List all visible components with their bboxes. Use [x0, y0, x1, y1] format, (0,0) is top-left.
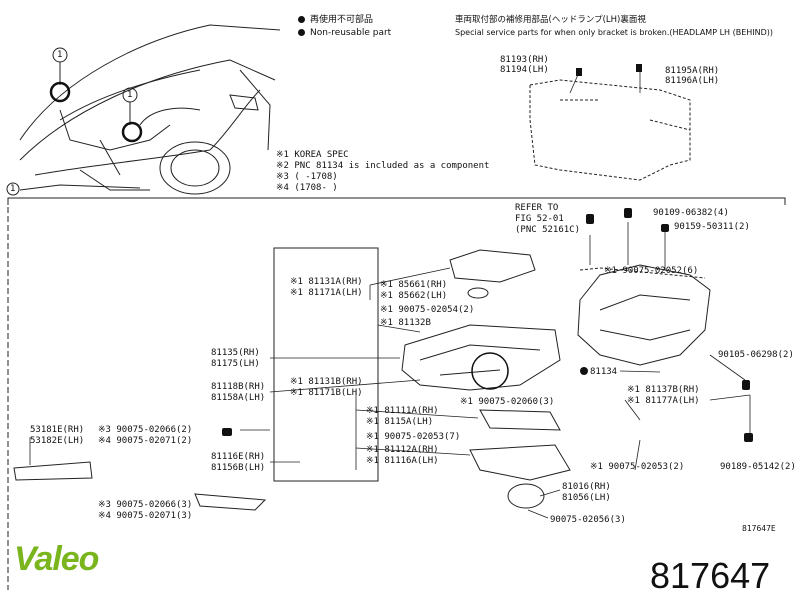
assembly-frame — [273, 247, 379, 482]
label-85661: ※1 85661(RH) — [380, 280, 448, 290]
legend-nonreusable: Non-reusable part — [298, 27, 391, 39]
label-81193: 81193(RH) — [500, 55, 549, 65]
label-81116e: 81116E(RH) — [211, 452, 266, 462]
valeo-logo: Valeo — [14, 540, 99, 578]
label-81135: 81135(RH) — [211, 348, 260, 358]
figure-code: 817647E — [742, 524, 776, 533]
label-90075-02066: ※3 90075-02066(2) — [98, 425, 193, 435]
headlamp-behind-sketch — [529, 79, 691, 181]
label-90075-02056: 90075-02056(3) — [550, 515, 626, 525]
label-81196: 81196A(LH) — [665, 76, 720, 86]
callout-1a: 1 — [57, 50, 63, 60]
bullet-icon — [298, 29, 305, 36]
label-90109: 90109-06382(4) — [653, 208, 729, 218]
label-90159: 90159-50311(2) — [674, 222, 750, 232]
label-81131b: ※1 81131B(RH) — [290, 377, 363, 387]
label-81156: 81156B(LH) — [211, 463, 266, 473]
note-1: ※1 KOREA SPEC — [276, 150, 349, 160]
callout-1b: 1 — [127, 90, 133, 100]
label-refer-3: (PNC 52161C) — [515, 225, 581, 235]
label-81132b: ※1 81132B — [380, 318, 431, 328]
car-sketch — [19, 24, 281, 195]
label-90105: 90105-06298(2) — [718, 350, 794, 360]
label-85662: ※1 85662(LH) — [380, 291, 448, 301]
callout-1c: 1 — [10, 184, 16, 194]
legend-special: Special service parts for when only brac… — [455, 28, 774, 37]
label-81116a: ※1 81116A(LH) — [366, 456, 439, 466]
headlamp-lens — [401, 324, 561, 391]
label-90075-02053b: ※1 90075-02053(2) — [590, 462, 685, 472]
label-81175: 81175(LH) — [211, 359, 260, 369]
label-81151: ※1 8115A(LH) — [366, 417, 434, 427]
label-81194: 81194(LH) — [500, 65, 549, 75]
part-number: 817647 — [650, 555, 771, 596]
label-81177: ※1 81177A(LH) — [627, 396, 700, 406]
label-81134: 81134 — [590, 367, 618, 377]
label-53181: 53181E(RH) — [30, 425, 85, 435]
label-refer-1: REFER TO — [515, 203, 559, 213]
label-81137: ※1 81137B(RH) — [627, 385, 700, 395]
label-90075-02054: ※1 90075-02054(2) — [380, 305, 475, 315]
label-90075-02053: ※1 90075-02053(7) — [366, 432, 461, 442]
label-90075-02066b: ※3 90075-02066(3) — [98, 500, 193, 510]
label-refer-2: FIG 52-01 — [515, 214, 564, 224]
label-81171b: ※1 81171B(LH) — [290, 388, 363, 398]
label-90189: 90189-05142(2) — [720, 462, 796, 472]
label-90075-02052: ※1 90075-02052(6) — [604, 266, 699, 276]
legend-nonreusable-jp: 再使用不可部品 — [298, 14, 373, 26]
bullet-icon — [298, 16, 305, 23]
label-90075-02060: ※1 90075-02060(3) — [460, 397, 555, 407]
label-81118: 81118B(RH) — [211, 382, 266, 392]
label-90075-02071: ※4 90075-02071(2) — [98, 436, 193, 446]
note-2: ※2 PNC 81134 is included as a component — [276, 161, 490, 171]
label-81195: 81195A(RH) — [665, 66, 720, 76]
bulb-ring — [471, 352, 509, 390]
note-3: ※3 ( -1708) — [276, 172, 338, 182]
label-81056: 81056(LH) — [562, 493, 611, 503]
legend-special-jp: 車両取付部の補修用部品(ヘッドランプ(LH)裏面視 — [455, 15, 646, 25]
headlamp-housing — [577, 264, 711, 366]
label-90075-02071b: ※4 90075-02071(3) — [98, 511, 193, 521]
label-81112: ※1 81112A(RH) — [366, 445, 439, 455]
label-81111: ※1 81111A(RH) — [366, 406, 439, 416]
label-53182: 53182E(LH) — [30, 436, 85, 446]
label-81158: 81158A(LH) — [211, 393, 266, 403]
label-81131a: ※1 81131A(RH) — [290, 277, 363, 287]
note-4: ※4 (1708- ) — [276, 183, 338, 193]
label-81171a: ※1 81171A(LH) — [290, 288, 363, 298]
label-81016: 81016(RH) — [562, 482, 611, 492]
